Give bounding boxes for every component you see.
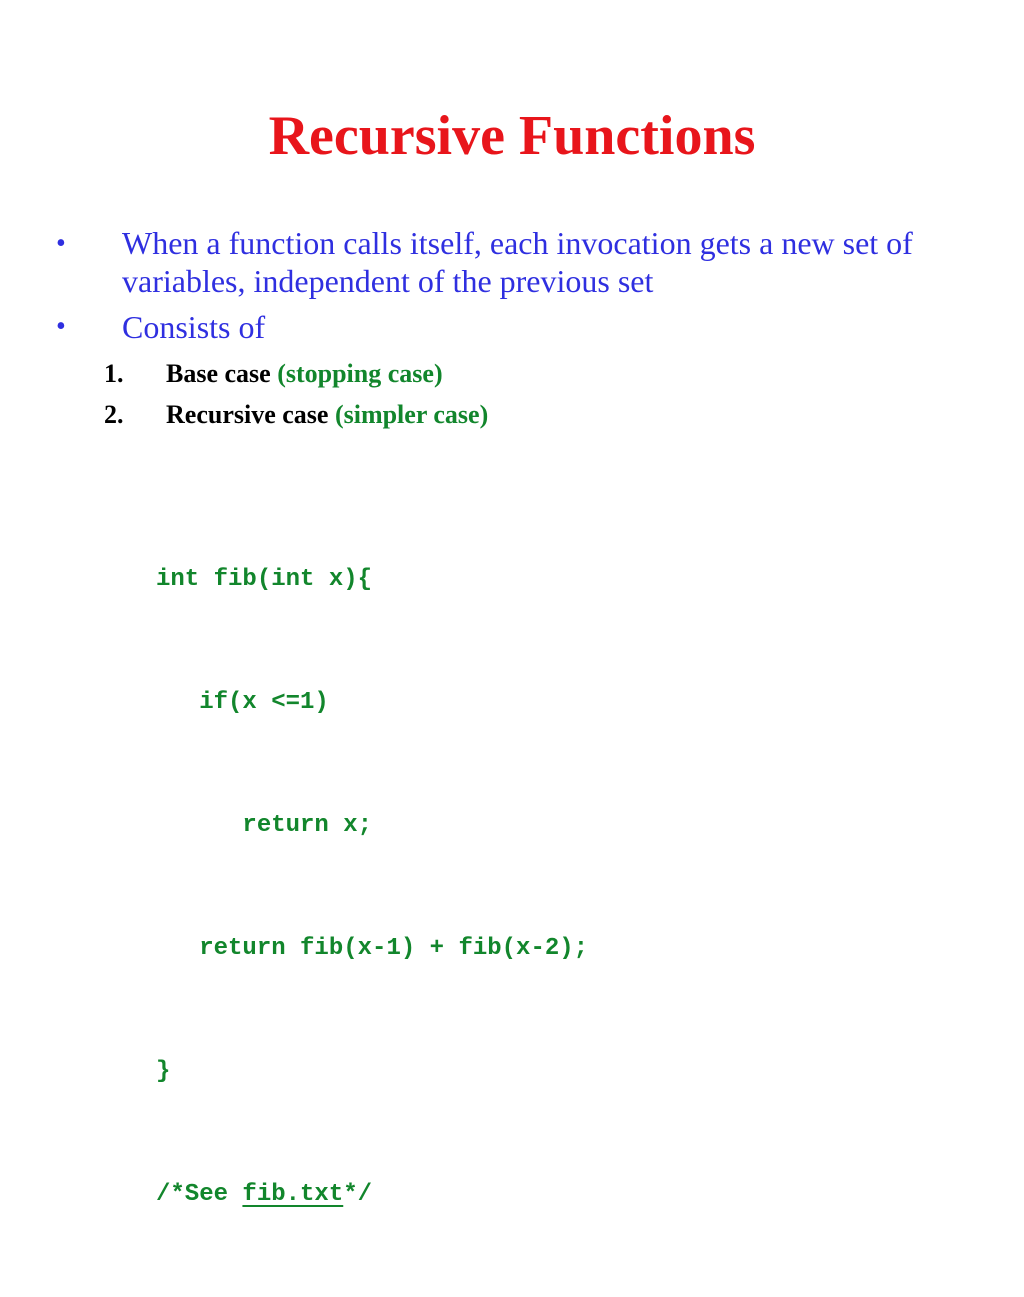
code-comment-line: /*See fib.txt*/ [156,1174,588,1215]
bullet-marker: • [56,228,66,259]
numbered-item-base-case: 1. Base case (stopping case) [104,358,443,390]
bullet-item-invocation: When a function calls itself, each invoc… [122,225,913,299]
numbered-item-recursive-case: 2. Recursive case (simpler case) [104,399,488,431]
slide-title: Recursive Functions [268,105,756,167]
fib-txt-link[interactable]: fib.txt [242,1181,344,1208]
code-line: return fib(x-1) + fib(x-2); [156,935,589,962]
item-number: 1. [104,359,124,388]
item-label: Base case [166,359,271,388]
code-line: return x; [156,812,373,839]
code-block: int fib(int x){ if(x <=1) return x; retu… [156,477,588,1297]
item-note: (simpler case) [334,400,489,429]
bullet-item-consists-of: Consists of [122,309,266,345]
slide: Recursive Functions • When a function ca… [56,105,913,1208]
code-line: if(x <=1) [156,689,329,716]
item-note: (stopping case) [277,359,443,388]
comment-prefix: /*See [156,1181,243,1208]
bullet-marker: • [56,311,66,342]
code-line: } [156,1058,171,1085]
comment-suffix: */ [343,1181,373,1208]
item-number: 2. [104,400,124,429]
item-label: Recursive case [166,400,329,429]
code-line: int fib(int x){ [156,566,373,593]
